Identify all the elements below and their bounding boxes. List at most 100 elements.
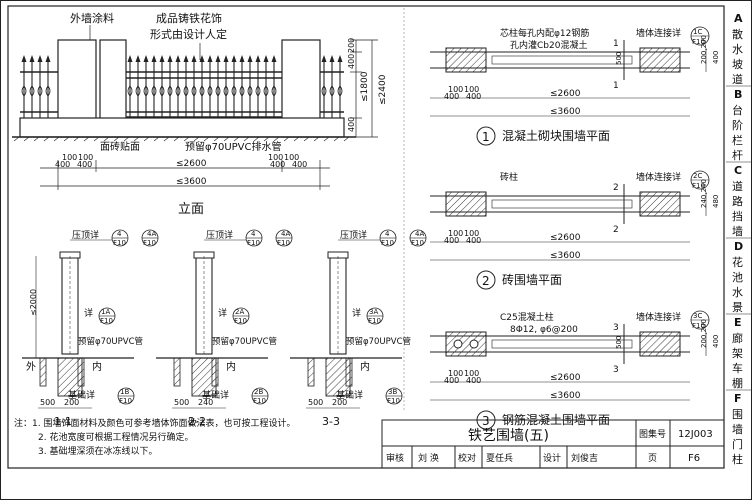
picket-finial (37, 55, 43, 62)
svg-text:100: 100 (464, 369, 479, 378)
picket-finial (239, 55, 245, 62)
svg-text:柱: 柱 (732, 452, 743, 466)
svg-text:架: 架 (732, 347, 743, 360)
height-1800: ≤1800 (360, 71, 370, 102)
svg-text:道: 道 (732, 72, 743, 86)
svg-text:墙体连接详: 墙体连接详 (636, 171, 681, 183)
svg-text:棚: 棚 (732, 376, 743, 390)
svg-text:200,200: 200,200 (700, 319, 708, 348)
svg-text:400: 400 (55, 160, 70, 169)
section-height: ≤2000 (29, 289, 38, 316)
svg-text:阶: 阶 (732, 118, 743, 132)
svg-text:景: 景 (732, 301, 743, 314)
svg-text:4A: 4A (281, 230, 290, 238)
base-wall (19, 117, 345, 138)
svg-text:4: 4 (385, 230, 390, 238)
cast-iron-label: 成品铸铁花饰 (156, 11, 222, 25)
svg-text:480: 480 (712, 195, 720, 208)
plan-title: 混凝土砌块围墙平面 (502, 128, 610, 143)
svg-text:200: 200 (64, 398, 79, 407)
svg-text:≤2600: ≤2600 (550, 373, 581, 383)
svg-text:400: 400 (77, 160, 92, 169)
svg-text:400: 400 (444, 236, 459, 245)
svg-text:F10: F10 (119, 397, 132, 405)
svg-text:孔内灌Cb20混凝土: 孔内灌Cb20混凝土 (510, 39, 587, 51)
reviewer-name: 刘 涣 (418, 452, 439, 464)
svg-text:散: 散 (732, 27, 743, 41)
svg-text:200: 200 (332, 398, 347, 407)
svg-text:F10: F10 (234, 317, 247, 325)
height-200: 200 (347, 38, 356, 53)
svg-text:车: 车 (732, 361, 743, 375)
svg-text:墙体连接详: 墙体连接详 (636, 311, 681, 323)
picket-finial (151, 55, 157, 62)
svg-text:F10: F10 (253, 397, 266, 405)
svg-text:400: 400 (444, 376, 459, 385)
svg-text:杆: 杆 (732, 148, 743, 162)
svg-text:F: F (734, 392, 742, 405)
svg-text:F10: F10 (143, 239, 156, 247)
design-label: 设计 (543, 452, 561, 464)
svg-text:水: 水 (732, 286, 743, 299)
svg-text:内: 内 (226, 360, 236, 373)
svg-text:F10: F10 (368, 317, 381, 325)
picket-finial (191, 55, 197, 62)
svg-text:400: 400 (292, 160, 307, 169)
svg-text:1C: 1C (693, 28, 702, 36)
svg-text:外: 外 (26, 361, 36, 373)
svg-text:芯柱每孔内配φ12钢筋: 芯柱每孔内配φ12钢筋 (500, 27, 589, 39)
svg-text:1: 1 (613, 39, 619, 49)
review-label: 审核 (386, 452, 404, 464)
svg-text:压顶详: 压顶详 (72, 229, 99, 241)
note-1: 注：1. 围墙饰面材料及颜色可参考墙体饰面做法表，也可按工程设计。 (14, 417, 295, 429)
svg-text:F10: F10 (411, 239, 424, 247)
svg-text:240,240: 240,240 (700, 179, 708, 208)
svg-text:C: C (734, 164, 742, 177)
tile-facing-label: 面砖贴面 (100, 140, 140, 153)
svg-text:3: 3 (482, 414, 490, 428)
svg-text:4: 4 (117, 230, 122, 238)
svg-text:基础详: 基础详 (336, 389, 363, 401)
picket-finial (167, 55, 173, 62)
svg-text:3: 3 (613, 365, 619, 375)
svg-text:3: 3 (613, 323, 619, 333)
svg-text:400: 400 (270, 160, 285, 169)
svg-text:预留φ70UPVC管: 预留φ70UPVC管 (346, 336, 411, 347)
svg-text:墙: 墙 (732, 224, 743, 238)
svg-text:F10: F10 (277, 239, 290, 247)
svg-text:≤3600: ≤3600 (550, 107, 581, 117)
svg-text:基础详: 基础详 (68, 389, 95, 401)
svg-text:E: E (734, 316, 742, 329)
svg-text:详: 详 (352, 307, 361, 319)
svg-text:500: 500 (308, 398, 323, 407)
svg-text:2: 2 (613, 183, 619, 193)
svg-text:1B: 1B (120, 388, 129, 396)
svg-text:100: 100 (268, 153, 283, 162)
svg-text:≤2600: ≤2600 (550, 89, 581, 99)
picket-finial (29, 55, 35, 62)
svg-text:F10: F10 (100, 317, 113, 325)
note-3: 3. 基础埋深须在冰冻线以下。 (38, 445, 157, 457)
svg-text:4: 4 (251, 230, 256, 238)
elevation-view: 外墙涂料 成品铸铁花饰 形式由设计人定 (12, 11, 388, 217)
iron-pickets (21, 55, 343, 118)
svg-text:A: A (734, 12, 743, 25)
svg-text:详: 详 (218, 307, 227, 319)
svg-text:1A: 1A (101, 308, 110, 316)
svg-text:≤3600: ≤3600 (550, 251, 581, 261)
picket-finial (329, 55, 335, 62)
picket-finial (183, 55, 189, 62)
svg-text:F10: F10 (692, 38, 705, 46)
check-label: 校对 (458, 452, 476, 464)
svg-text:廊: 廊 (732, 331, 743, 345)
svg-text:100: 100 (284, 153, 299, 162)
